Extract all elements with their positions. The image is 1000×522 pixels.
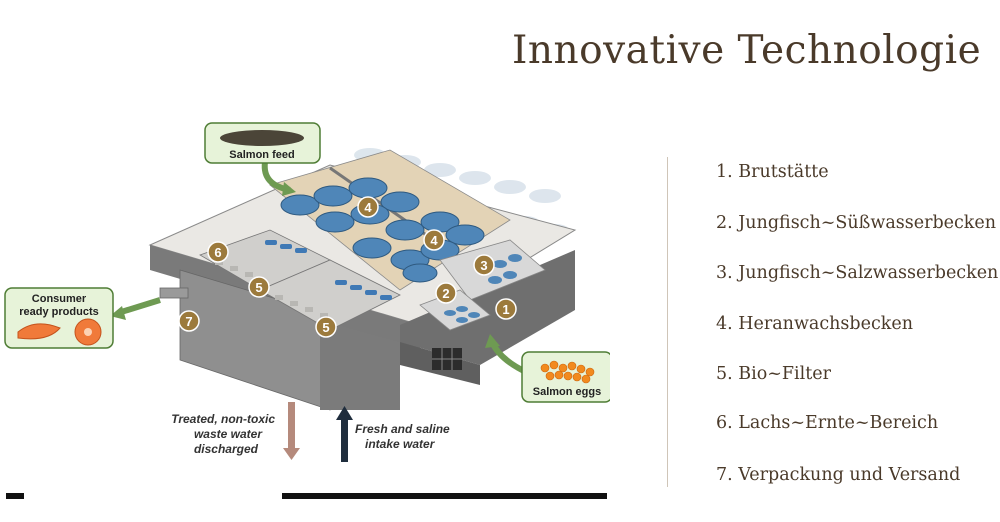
svg-text:4: 4 <box>430 233 438 248</box>
vertical-divider <box>667 157 668 487</box>
svg-text:Treated, non-toxic: Treated, non-toxic <box>171 412 275 426</box>
feed-pellets-icon <box>220 130 304 146</box>
outflow-label: Treated, non-toxic waste water discharge… <box>171 412 275 456</box>
svg-text:4: 4 <box>364 200 372 215</box>
aquaculture-facility-diagram: 1 2 3 4 4 5 5 6 7 Salmon feed Consumer r… <box>4 122 610 462</box>
svg-text:7: 7 <box>185 314 192 329</box>
salmon-feed-callout: Salmon feed <box>204 122 321 196</box>
svg-text:Consumer: Consumer <box>32 293 87 305</box>
svg-text:Fresh and saline: Fresh and saline <box>355 422 450 436</box>
growout-tanks <box>280 177 485 283</box>
page-title: Innovative Technologie <box>512 28 982 73</box>
salmon-eggs-callout: Salmon eggs <box>485 334 610 403</box>
markers: 1 2 3 4 4 5 5 6 7 <box>178 196 517 338</box>
marker-4a: 4 <box>357 196 379 218</box>
progress-bar-segment-left <box>6 493 24 499</box>
svg-text:3: 3 <box>480 258 487 273</box>
inflow-label: Fresh and saline intake water <box>355 422 450 451</box>
legend-item-5: 5. Bio~Filter <box>716 364 832 384</box>
progress-bar-segment-main <box>282 493 607 499</box>
marker-6: 6 <box>207 241 229 263</box>
svg-text:6: 6 <box>214 245 221 260</box>
salmon-eggs-icon <box>540 360 595 384</box>
svg-text:ready products: ready products <box>19 306 98 318</box>
svg-text:Salmon eggs: Salmon eggs <box>533 386 601 398</box>
legend-item-6: 6. Lachs~Ernte~Bereich <box>716 413 939 433</box>
consumer-products-callout: Consumer ready products <box>4 287 161 349</box>
svg-text:2: 2 <box>442 286 449 301</box>
svg-text:intake water: intake water <box>365 437 436 451</box>
salmon-fillet-icon <box>17 318 102 346</box>
marker-5b: 5 <box>315 316 337 338</box>
biofilter-rooms <box>199 229 401 331</box>
legend-item-2: 2. Jungfisch~Süßwasserbecken <box>716 213 997 233</box>
marker-3: 3 <box>473 254 495 276</box>
legend-item-3: 3. Jungfisch~Salzwasserbecken <box>716 263 999 283</box>
legend-item-1: 1. Brutstätte <box>716 162 829 182</box>
outflow-arrow <box>283 402 300 460</box>
inflow-arrow <box>336 406 353 462</box>
svg-text:5: 5 <box>255 280 262 295</box>
svg-text:1: 1 <box>502 302 509 317</box>
svg-text:discharged: discharged <box>194 442 259 456</box>
marker-4b: 4 <box>423 229 445 251</box>
marker-5a: 5 <box>248 276 270 298</box>
marker-2: 2 <box>435 282 457 304</box>
legend-item-7: 7. Verpackung und Versand <box>716 465 961 485</box>
marker-7: 7 <box>178 310 200 332</box>
legend-item-4: 4. Heranwachsbecken <box>716 314 914 334</box>
svg-text:Salmon feed: Salmon feed <box>229 149 294 161</box>
marker-1: 1 <box>495 298 517 320</box>
svg-text:waste water: waste water <box>194 427 263 441</box>
svg-text:5: 5 <box>322 320 329 335</box>
